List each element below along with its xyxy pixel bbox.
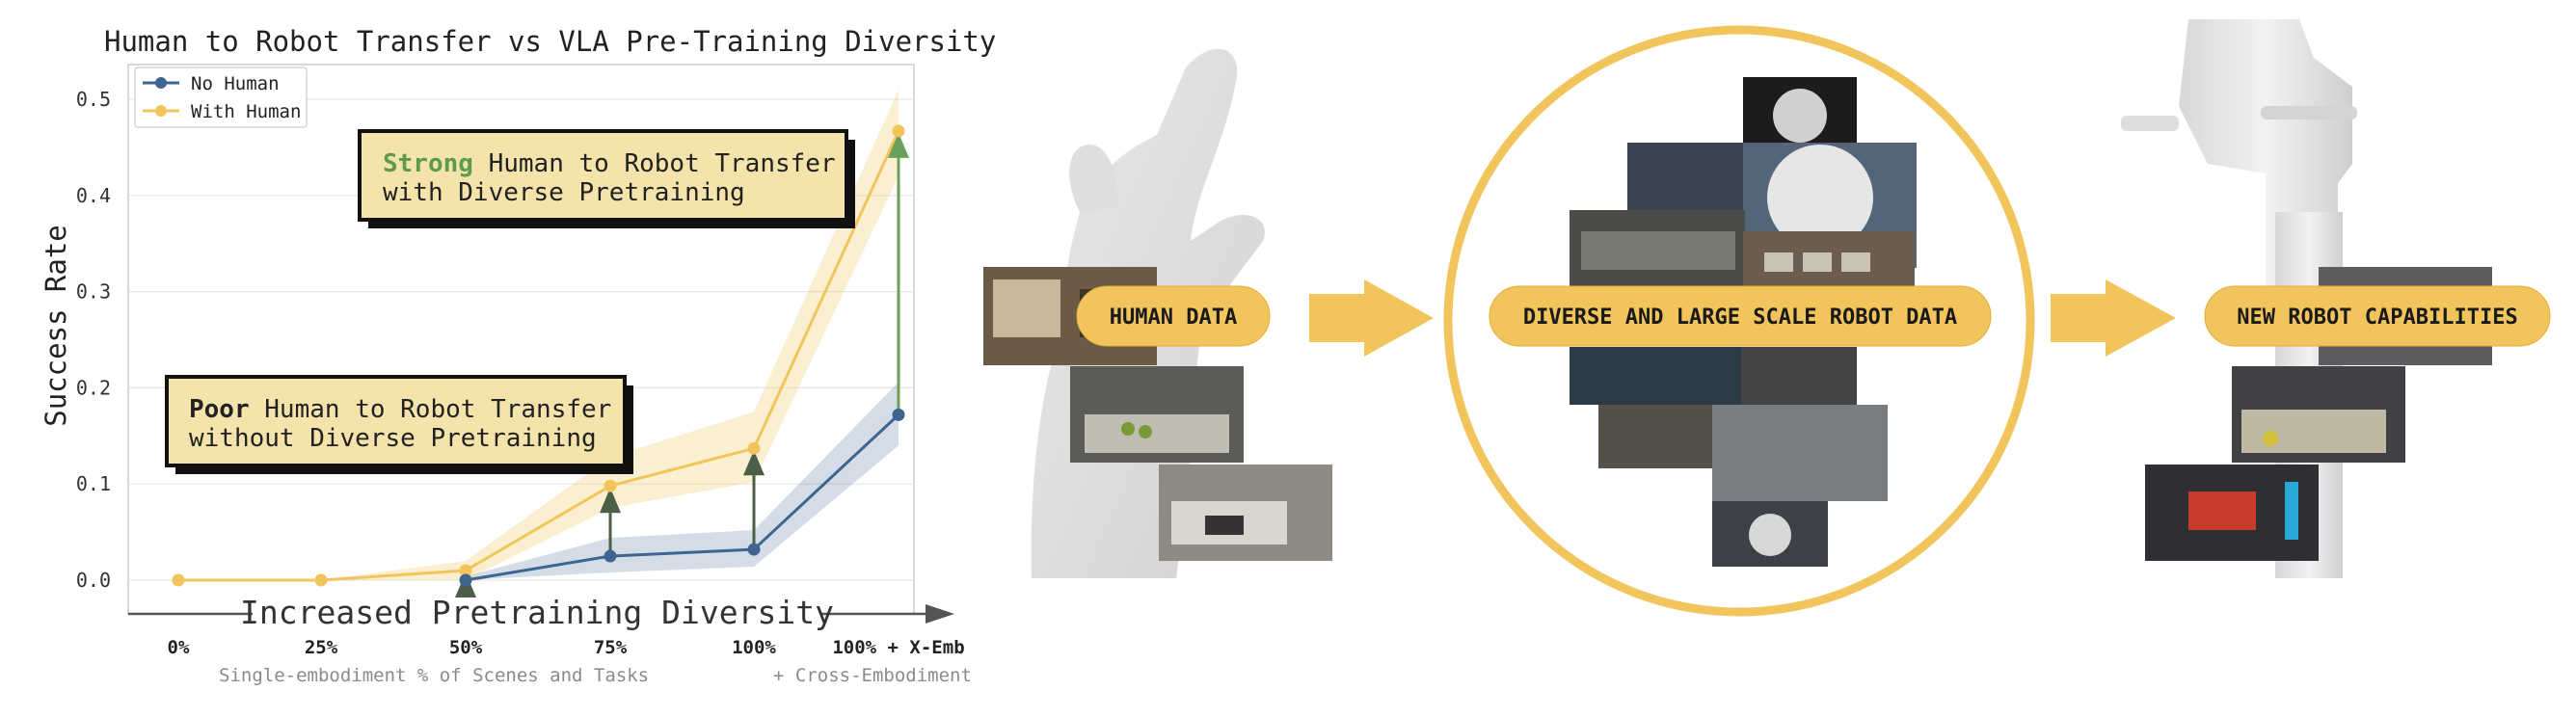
- legend-label-with-human: With Human: [191, 101, 301, 122]
- x-sublabel-right: + Cross-Embodiment: [773, 665, 972, 686]
- y-tick-labels: 0.0 0.1 0.2 0.3 0.4 0.5: [76, 88, 111, 592]
- band-no-human: [466, 382, 899, 580]
- chart-title: Human to Robot Transfer vs VLA Pre-Train…: [104, 25, 996, 58]
- flow-arrow-1: [1309, 279, 1434, 357]
- point-no-human: [747, 543, 761, 556]
- svg-text:Strong Human to Robot Transfer: Strong Human to Robot Transfer: [383, 149, 836, 178]
- annotation-poor-line2: without Diverse Pretraining: [189, 424, 597, 453]
- point-with-human: [604, 479, 617, 492]
- improvement-arrow-head: [743, 450, 765, 476]
- point-with-human: [172, 573, 185, 587]
- y-tick-label: 0.2: [76, 376, 111, 399]
- x-tick-label: 50%: [449, 637, 483, 658]
- legend: No Human With Human: [134, 66, 308, 128]
- data-points: [172, 124, 905, 587]
- annotation-strong-bold: Strong: [383, 149, 473, 178]
- x-tick-label: 100% + X-Emb: [832, 637, 964, 658]
- legend-label-no-human: No Human: [191, 73, 280, 94]
- flow-arrow-2: [2051, 279, 2176, 357]
- chart: Human to Robot Transfer vs VLA Pre-Train…: [40, 25, 996, 686]
- y-tick-label: 0.4: [76, 184, 111, 207]
- y-axis-label: Success Rate: [40, 225, 72, 427]
- point-with-human: [892, 124, 905, 138]
- new-capability-photos: [2145, 267, 2492, 561]
- improvement-arrow-head: [600, 488, 621, 514]
- pill-robot-data-label: DIVERSE AND LARGE SCALE ROBOT DATA: [1523, 305, 1957, 330]
- annotation-strong-line1: Human to Robot Transfer: [473, 149, 836, 178]
- series-lines: [178, 130, 900, 582]
- improvement-arrows: [455, 132, 909, 598]
- point-no-human: [604, 549, 617, 563]
- svg-text:Poor Human to Robot Transfer: Poor Human to Robot Transfer: [189, 395, 611, 424]
- x-sublabel-left: Single-embodiment % of Scenes and Tasks: [219, 665, 649, 686]
- x-tick-label: 100%: [732, 637, 776, 658]
- pill-human-data-label: HUMAN DATA: [1110, 305, 1237, 330]
- y-tick-label: 0.3: [76, 280, 111, 304]
- point-no-human: [892, 408, 905, 421]
- pill-new-capabilities-label: NEW ROBOT CAPABILITIES: [2237, 305, 2517, 330]
- legend-marker-no-human: [155, 77, 167, 89]
- pill-robot-data: DIVERSE AND LARGE SCALE ROBOT DATA: [1489, 285, 1992, 347]
- line-with-human: [178, 130, 900, 582]
- y-tick-label: 0.0: [76, 569, 111, 592]
- x-tick-label: 25%: [305, 637, 338, 658]
- point-with-human: [747, 441, 761, 455]
- x-axis: Increased Pretraining Diversity: [128, 594, 954, 631]
- pill-new-capabilities: NEW ROBOT CAPABILITIES: [2204, 285, 2551, 347]
- y-tick-label: 0.1: [76, 472, 111, 495]
- legend-marker-with-human: [155, 105, 167, 117]
- x-tick-labels: 0% 25% 50% 75% 100% 100% + X-Emb: [168, 637, 965, 658]
- point-no-human: [459, 573, 472, 587]
- robot-data-circle: [1443, 25, 2035, 617]
- pipeline-diagram: HUMAN DATA: [983, 19, 2551, 617]
- robot-data-collage: [1443, 25, 2035, 617]
- pill-human-data: HUMAN DATA: [1076, 285, 1271, 347]
- improvement-arrow-head: [888, 132, 909, 158]
- x-axis-label: Increased Pretraining Diversity: [240, 594, 834, 631]
- annotation-strong: Strong Human to Robot Transfer with Dive…: [358, 129, 855, 228]
- line-no-human: [465, 413, 900, 582]
- annotation-poor-line1: Human to Robot Transfer: [250, 395, 612, 424]
- point-with-human: [314, 573, 328, 587]
- x-axis-arrowhead: [926, 604, 954, 624]
- point-with-human: [459, 564, 472, 577]
- annotation-strong-line2: with Diverse Pretraining: [383, 178, 745, 207]
- human-data-photos: [983, 267, 1332, 561]
- x-tick-label: 0%: [168, 637, 190, 658]
- annotation-poor: Poor Human to Robot Transfer without Div…: [165, 375, 633, 474]
- y-tick-label: 0.5: [76, 88, 111, 111]
- x-tick-label: 75%: [594, 637, 628, 658]
- annotation-poor-bold: Poor: [189, 395, 250, 424]
